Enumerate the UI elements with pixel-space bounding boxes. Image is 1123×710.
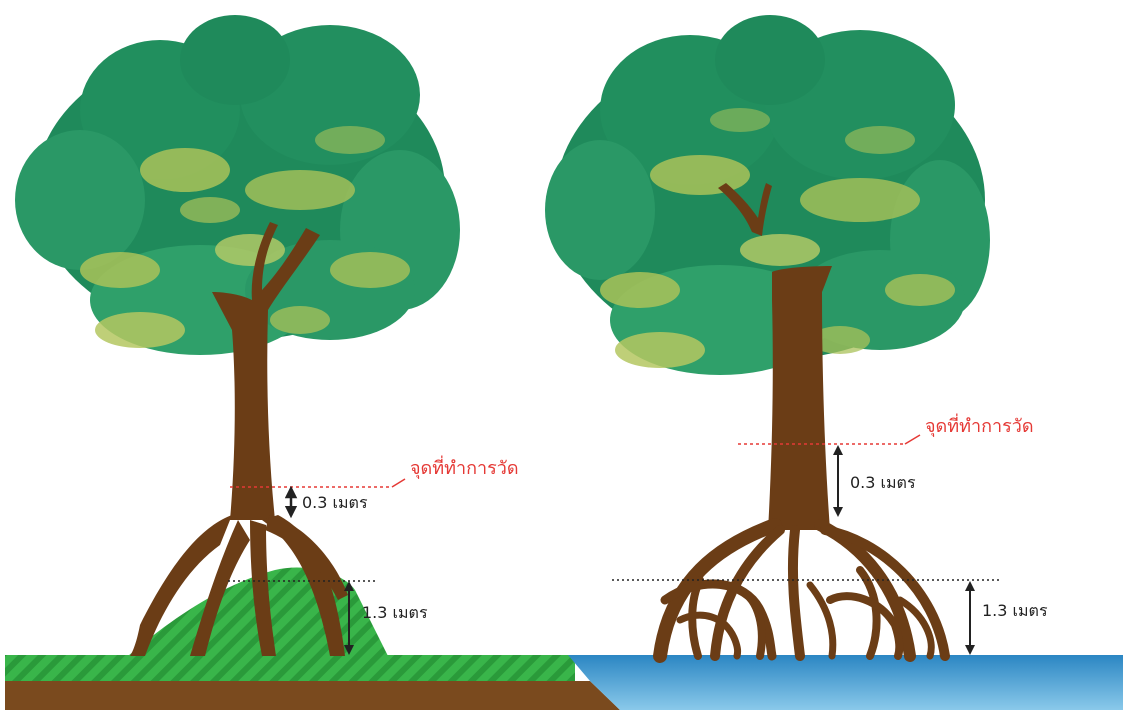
left-measure-point-label: จุดที่ทำการวัด (410, 455, 519, 479)
water-ground (568, 655, 1123, 710)
soil-layer (5, 681, 620, 710)
right-measure-point-label: จุดที่ทำการวัด (925, 413, 1034, 437)
right-stilt-roots (660, 525, 945, 656)
right-measure-leader (905, 435, 920, 444)
water-body (568, 655, 1123, 710)
grass-strip (5, 655, 575, 681)
left-gap-label: 0.3 เมตร (302, 493, 368, 512)
left-measure-leader (392, 479, 405, 487)
right-tree: จุดที่ทำการวัด 0.3 เมตร 1.3 เมตร (545, 15, 1048, 656)
left-root-height-label: 1.3 เมตร (362, 603, 428, 622)
right-root-height-label: 1.3 เมตร (982, 601, 1048, 620)
left-tree: จุดที่ทำการวัด 0.3 เมตร 1.3 เมตร (15, 15, 519, 656)
right-gap-label: 0.3 เมตร (850, 473, 916, 492)
